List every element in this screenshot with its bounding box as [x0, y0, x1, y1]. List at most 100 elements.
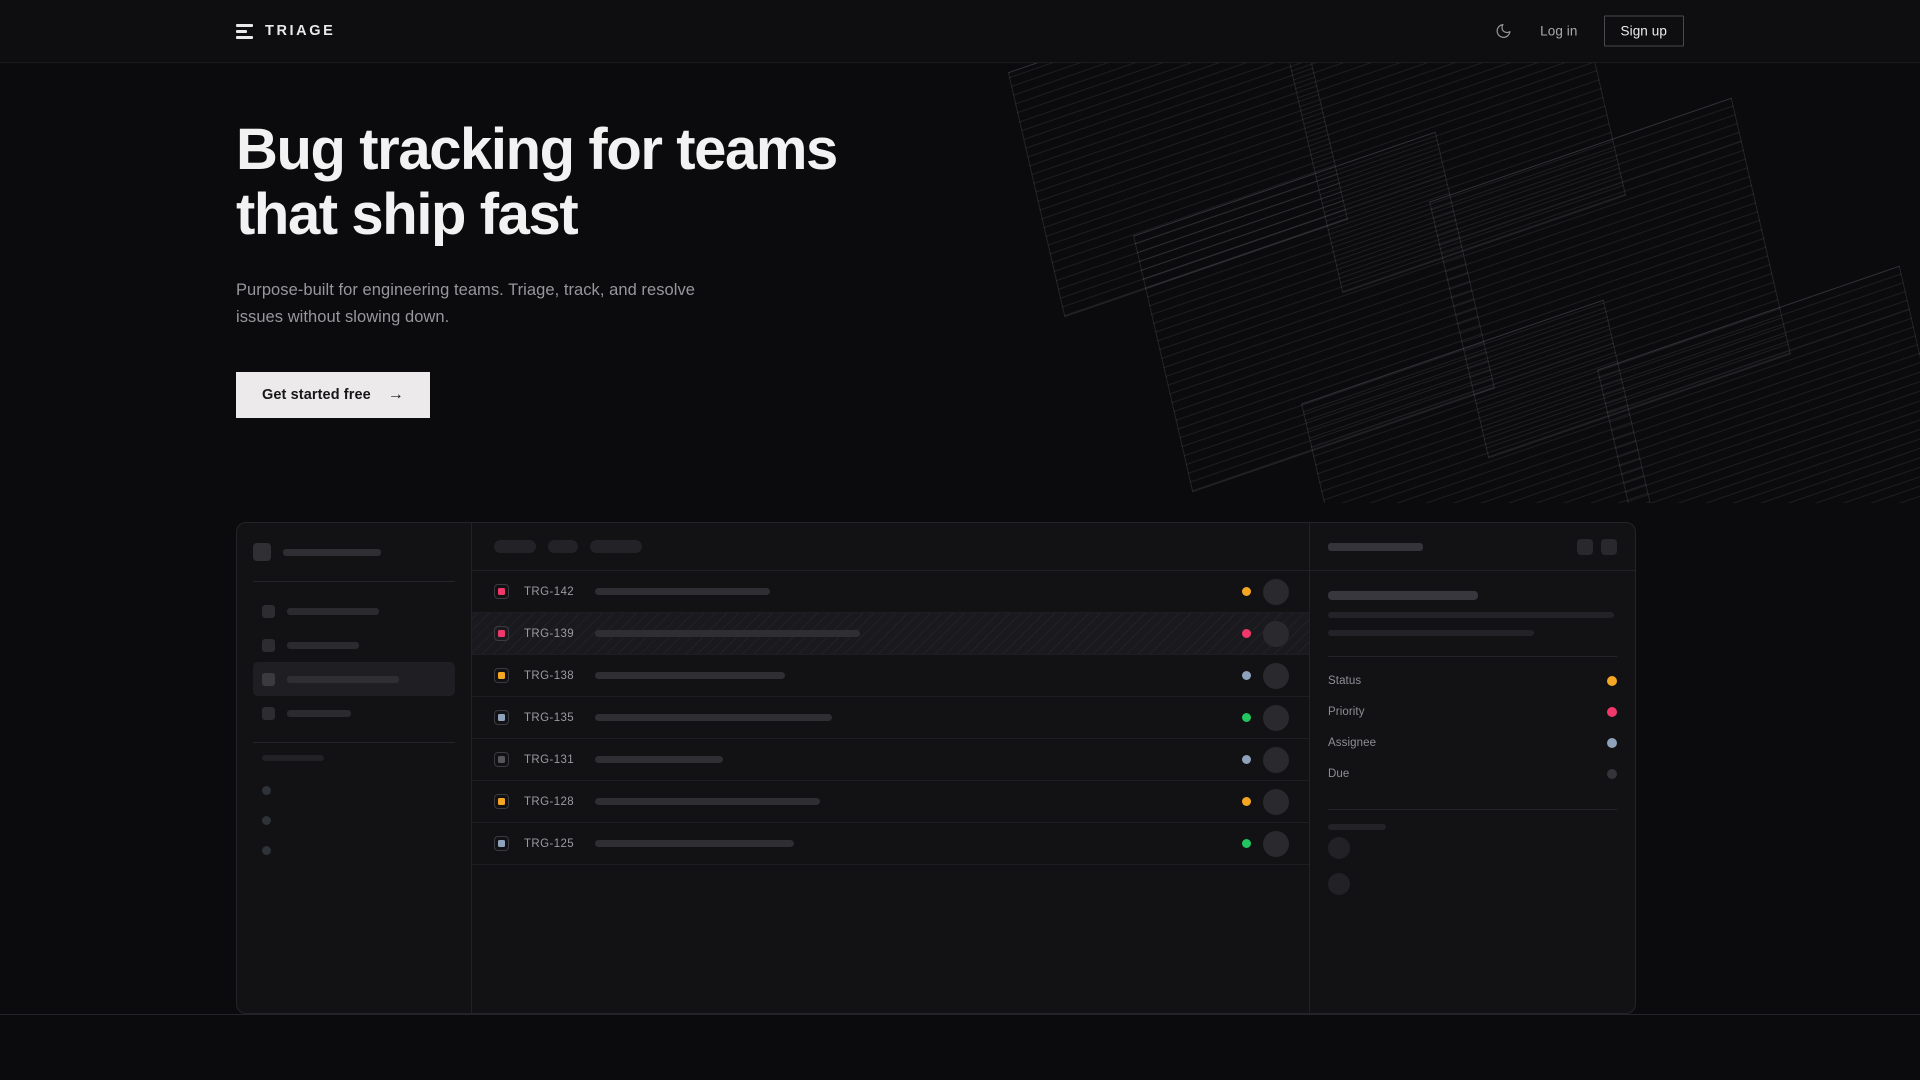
bullet-icon [262, 845, 271, 855]
meta-label: Priority [1328, 705, 1365, 718]
row-meta [1242, 746, 1289, 773]
sidebar-sub-item-3[interactable] [253, 835, 455, 865]
avatar [1263, 662, 1289, 689]
issue-list-toolbar [472, 523, 1309, 571]
table-row[interactable]: TRG-128 [472, 781, 1309, 823]
row-meta [1242, 704, 1289, 731]
sidebar-item-2[interactable] [253, 628, 455, 662]
hero-subtext: Purpose-built for engineering teams. Tri… [236, 280, 695, 327]
table-row[interactable]: TRG-138 [472, 655, 1309, 697]
detail-divider [1328, 656, 1617, 657]
sidebar-item-icon [262, 638, 275, 652]
decor-slab [1429, 97, 1791, 459]
sidebar-divider [253, 581, 455, 582]
signup-button[interactable]: Sign up [1603, 15, 1684, 47]
sidebar-section-label [262, 755, 324, 761]
workspace-switcher[interactable] [253, 523, 455, 581]
detail-divider [1328, 809, 1617, 810]
row-meta [1242, 830, 1289, 857]
status-dot [1242, 839, 1251, 848]
activity-section-label [1328, 824, 1386, 830]
row-meta [1242, 578, 1289, 605]
detail-meta-status[interactable]: Status [1328, 665, 1617, 696]
detail-header [1310, 523, 1635, 571]
decor-slab [1007, 63, 1349, 318]
sidebar-item-4[interactable] [253, 696, 455, 730]
brand-logo[interactable]: TRIAGE [236, 23, 335, 39]
avatar [1328, 837, 1350, 859]
login-link[interactable]: Log in [1540, 23, 1578, 39]
sidebar-item-label [287, 709, 351, 717]
preview-sidebar [237, 523, 472, 1013]
issue-id: TRG-138 [524, 669, 575, 682]
issue-id: TRG-142 [524, 585, 575, 598]
sidebar-item-3[interactable] [253, 662, 455, 696]
sidebar-item-icon [262, 706, 275, 720]
issue-title-skeleton [595, 798, 820, 805]
table-row[interactable]: TRG-131 [472, 739, 1309, 781]
priority-badge [494, 626, 509, 641]
issue-id: TRG-125 [524, 837, 575, 850]
table-row[interactable]: TRG-142 [472, 571, 1309, 613]
arrow-right-icon: → [387, 386, 404, 404]
cta-label: Get started free [262, 387, 371, 404]
moon-icon[interactable] [1492, 20, 1514, 42]
issue-title-skeleton [595, 630, 860, 637]
meta-label: Due [1328, 767, 1350, 780]
get-started-button[interactable]: Get started free → [236, 372, 430, 419]
table-row[interactable]: TRG-139 [472, 613, 1309, 655]
headline-line-2: that ship fast [236, 181, 579, 247]
detail-meta-due[interactable]: Due [1328, 758, 1617, 789]
row-meta [1242, 662, 1289, 689]
sidebar-item-1[interactable] [253, 594, 455, 628]
decor-slab [1597, 265, 1920, 503]
filter-chip-1[interactable] [494, 540, 536, 553]
issue-id: TRG-139 [524, 627, 575, 640]
detail-meta-priority[interactable]: Priority [1328, 696, 1617, 727]
issue-title-skeleton [595, 672, 785, 679]
avatar [1328, 873, 1350, 895]
priority-badge [494, 584, 509, 599]
sidebar-item-icon [262, 604, 275, 618]
detail-action-icon[interactable] [1577, 538, 1593, 555]
page-title: Bug tracking for teams that ship fast [236, 117, 838, 248]
avatar [1263, 746, 1289, 773]
issue-id: TRG-135 [524, 711, 575, 724]
table-row[interactable]: TRG-135 [472, 697, 1309, 739]
meta-value-dot [1607, 706, 1617, 717]
issue-id: TRG-131 [524, 753, 575, 766]
sidebar-divider [253, 742, 455, 743]
detail-description-line [1328, 612, 1614, 618]
workspace-name-skeleton [283, 548, 381, 556]
priority-badge [494, 836, 509, 851]
issue-id: TRG-128 [524, 795, 575, 808]
avatar [1263, 704, 1289, 731]
sidebar-sub-item-1[interactable] [253, 775, 455, 805]
meta-value-dot [1607, 768, 1617, 779]
headline-line-1: Bug tracking for teams [236, 117, 838, 182]
workspace-avatar [253, 543, 271, 561]
filter-chip-3[interactable] [590, 540, 642, 553]
avatar [1263, 788, 1289, 815]
detail-action-icon[interactable] [1601, 538, 1617, 555]
decor-slab [1133, 131, 1495, 493]
bullet-icon [262, 785, 271, 795]
detail-title-skeleton [1328, 591, 1478, 600]
status-dot [1242, 671, 1251, 680]
status-dot [1242, 713, 1251, 722]
table-row[interactable]: TRG-125 [472, 823, 1309, 865]
sidebar-sub-item-2[interactable] [253, 805, 455, 835]
issue-title-skeleton [595, 840, 794, 847]
detail-actions [1577, 538, 1617, 555]
header-actions: Log in Sign up [1492, 15, 1684, 47]
filter-chip-2[interactable] [548, 540, 578, 553]
activity-item [1328, 866, 1617, 902]
sidebar-item-icon [262, 672, 275, 686]
hero-section: Bug tracking for teams that ship fast Pu… [236, 117, 838, 419]
bullet-icon [262, 815, 271, 825]
decor-slab [1301, 299, 1663, 503]
detail-meta-assignee[interactable]: Assignee [1328, 727, 1617, 758]
